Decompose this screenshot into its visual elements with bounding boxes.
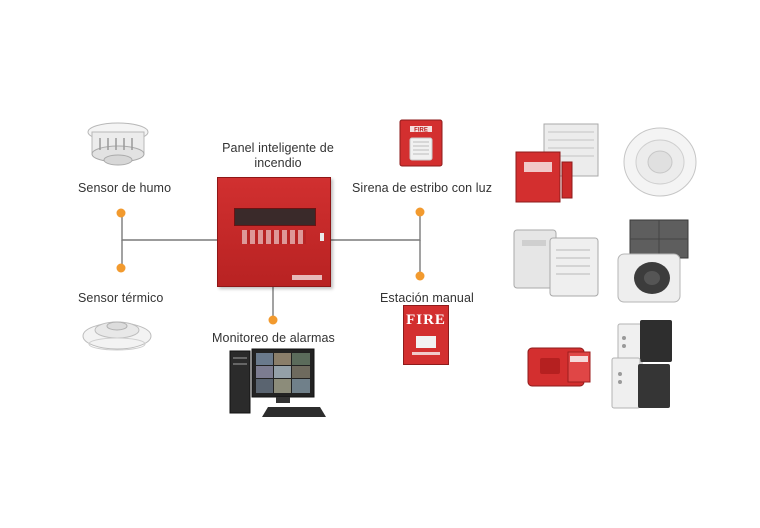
connector-dot-manual bbox=[415, 271, 425, 281]
panel-display bbox=[234, 208, 316, 226]
siren-strobe-icon: FIRE bbox=[399, 119, 443, 167]
gray-tiles-icon bbox=[629, 219, 689, 259]
wire-siren bbox=[329, 212, 421, 241]
panel-brand-plate bbox=[292, 275, 322, 280]
pull-handle bbox=[416, 336, 436, 348]
beam-detector-icon bbox=[617, 253, 681, 303]
siren-label: Sirena de estribo con luz bbox=[352, 181, 493, 195]
fire-panel-image bbox=[217, 177, 331, 287]
panel-label-line2: incendio bbox=[254, 156, 302, 170]
panel-label-line1: Panel inteligente de bbox=[222, 141, 334, 155]
connector-dot-siren bbox=[415, 207, 425, 217]
wire-smoke-sensor bbox=[121, 214, 217, 241]
panel-latch bbox=[320, 233, 324, 241]
alarm-monitor-label: Monitoreo de alarmas bbox=[212, 331, 335, 345]
connector-dot-thermal bbox=[116, 263, 126, 273]
thermal-sensor-label: Sensor térmico bbox=[78, 291, 164, 305]
smoke-detector-icon bbox=[87, 122, 149, 166]
alarm-panel-box-icon bbox=[515, 123, 599, 203]
computer-monitor-icon bbox=[229, 348, 326, 417]
heat-detector-icon bbox=[82, 321, 152, 351]
manual-pull-station-icon: FIRE bbox=[403, 305, 449, 365]
pull-station-caption-bar bbox=[412, 352, 440, 355]
manual-station-label: Estación manual bbox=[380, 291, 474, 305]
svg-text:FIRE: FIRE bbox=[414, 128, 428, 134]
smoke-detector-large-icon bbox=[623, 127, 697, 197]
relay-modules-icon bbox=[611, 320, 672, 409]
fire-pull-station-icon bbox=[527, 347, 591, 387]
panel-label: Panel inteligente de incendio bbox=[222, 141, 334, 171]
smoke-sensor-label: Sensor de humo bbox=[78, 181, 172, 195]
connector-dot-smoke bbox=[116, 208, 126, 218]
pull-station-sign-text: FIRE bbox=[406, 312, 446, 328]
control-module-icon bbox=[513, 229, 599, 297]
panel-keypad bbox=[242, 230, 306, 244]
connector-dot-monitor bbox=[268, 315, 278, 325]
